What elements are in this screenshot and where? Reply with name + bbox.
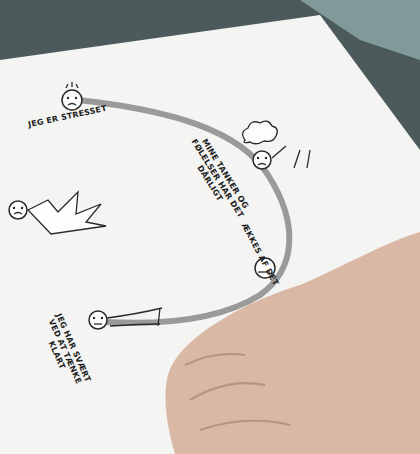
cycle-arc: [78, 100, 289, 323]
thought-cloud: [243, 121, 278, 144]
hand: [166, 232, 420, 454]
handwritten-label: JEG HAR SVÆRT VED AT TÆNKE KLART: [34, 305, 95, 398]
eye: [265, 157, 267, 159]
finger-creases: [185, 354, 290, 430]
mouth: [94, 323, 102, 324]
eyes: [13, 97, 267, 319]
center-face: [9, 201, 27, 219]
mouth: [68, 104, 76, 106]
handwritten-label: JEG ER STRESSET: [20, 102, 115, 131]
mouth: [258, 164, 266, 166]
eye: [21, 207, 23, 209]
eye: [75, 97, 77, 99]
stress-marks: [66, 82, 78, 88]
handwritten-label: ÆKKES AF DET: [240, 221, 281, 287]
drawing-lines: [14, 82, 310, 326]
eye: [101, 317, 103, 319]
eye: [67, 97, 69, 99]
stick-figure-body: [28, 192, 106, 234]
eye: [13, 207, 15, 209]
eye: [257, 157, 259, 159]
mouth: [14, 213, 22, 215]
worried-face: [253, 151, 271, 169]
eye: [93, 317, 95, 319]
stressed-face: [62, 90, 82, 110]
face-group: [9, 90, 275, 329]
arms: [272, 146, 310, 168]
handwritten-label: MINE TANKER OG FØLELSER HAR DET DÅRLIGT: [181, 131, 254, 226]
body: [107, 308, 162, 326]
paper-sheet: [0, 15, 420, 454]
confused-face: [89, 311, 107, 329]
